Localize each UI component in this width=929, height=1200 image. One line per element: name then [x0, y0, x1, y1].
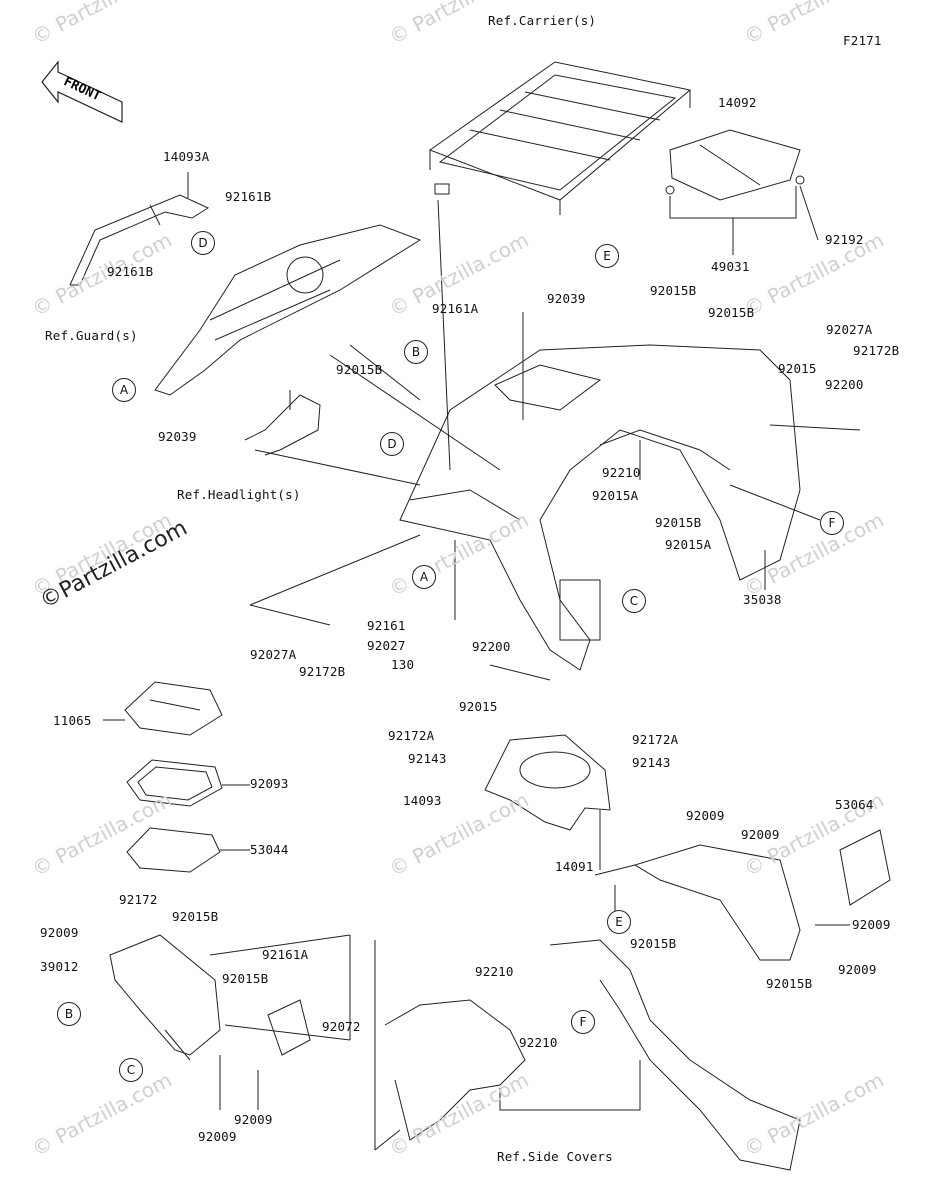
- label-92009: 92009: [686, 808, 725, 823]
- label-92093: 92093: [250, 776, 289, 791]
- label-92015B: 92015B: [650, 283, 697, 298]
- part-92093-drawing: [126, 759, 223, 807]
- label-92015A: 92015A: [592, 488, 639, 503]
- label-92015B: 92015B: [172, 909, 219, 924]
- label-92027A: 92027A: [250, 647, 297, 662]
- callout-a: A: [112, 378, 136, 402]
- label-92015: 92015: [778, 361, 817, 376]
- label-130: 130: [391, 657, 415, 672]
- callout-b: B: [57, 1002, 81, 1026]
- label-92009: 92009: [741, 827, 780, 842]
- label-92172A: 92172A: [388, 728, 435, 743]
- label-92072: 92072: [322, 1019, 361, 1034]
- callout-f: F: [820, 511, 844, 535]
- rear-fender-drawing: [399, 344, 801, 671]
- part-14091-drawing: [633, 829, 891, 961]
- label-92210: 92210: [602, 465, 641, 480]
- label-92027: 92027: [367, 638, 406, 653]
- callout-d: D: [380, 432, 404, 456]
- label-92039: 92039: [158, 429, 197, 444]
- label-53064: 53064: [835, 797, 874, 812]
- label-92015B: 92015B: [708, 305, 755, 320]
- callout-e: E: [595, 244, 619, 268]
- label-92161B: 92161B: [225, 189, 272, 204]
- label-14093A: 14093A: [163, 149, 210, 164]
- label-92210: 92210: [519, 1035, 558, 1050]
- label-92161: 92161: [367, 618, 406, 633]
- label-ref-headlight: Ref.Headlight(s): [177, 487, 301, 502]
- carrier-rack-drawing: [428, 61, 692, 215]
- callout-d: D: [191, 231, 215, 255]
- front-fender-drawing: [109, 934, 311, 1056]
- label-92015A: 92015A: [665, 537, 712, 552]
- label-14092: 14092: [718, 95, 757, 110]
- label-92172B: 92172B: [299, 664, 346, 679]
- label-92143: 92143: [408, 751, 447, 766]
- callout-c: C: [622, 589, 646, 613]
- label-ref-side-covers: Ref.Side Covers: [497, 1149, 613, 1164]
- headlight-bracket-drawing: [244, 390, 321, 456]
- label-39012: 39012: [40, 959, 79, 974]
- label-14093: 14093: [403, 793, 442, 808]
- part-53044-drawing: [126, 827, 221, 873]
- callout-c: C: [119, 1058, 143, 1082]
- label-53044: 53044: [250, 842, 289, 857]
- label-92015B: 92015B: [766, 976, 813, 991]
- label-92143: 92143: [632, 755, 671, 770]
- callout-f: F: [571, 1010, 595, 1034]
- label-92161B: 92161B: [107, 264, 154, 279]
- callout-a: A: [412, 565, 436, 589]
- label-92027A: 92027A: [826, 322, 873, 337]
- label-ref-carrier: Ref.Carrier(s): [488, 13, 597, 28]
- label-49031: 49031: [711, 259, 750, 274]
- label-92172: 92172: [119, 892, 158, 907]
- label-11065: 11065: [53, 713, 92, 728]
- figure-id: F2171: [843, 33, 882, 48]
- part-14092-drawing: [665, 129, 805, 201]
- label-14091: 14091: [555, 859, 594, 874]
- part-14093-drawing: [484, 734, 611, 831]
- part-11065-drawing: [124, 681, 223, 736]
- label-92039: 92039: [547, 291, 586, 306]
- label-92009: 92009: [40, 925, 79, 940]
- callout-e: E: [607, 910, 631, 934]
- label-35038: 35038: [743, 592, 782, 607]
- label-92015B: 92015B: [630, 936, 677, 951]
- label-92172B: 92172B: [853, 343, 900, 358]
- label-92200: 92200: [472, 639, 511, 654]
- callout-b: B: [404, 340, 428, 364]
- label-92015B: 92015B: [336, 362, 383, 377]
- side-cover-drawing: [384, 939, 801, 1171]
- label-92009: 92009: [852, 917, 891, 932]
- label-92192: 92192: [825, 232, 864, 247]
- label-ref-guard: Ref.Guard(s): [45, 328, 138, 343]
- label-92161A: 92161A: [432, 301, 479, 316]
- label-92009: 92009: [198, 1129, 237, 1144]
- label-92015B: 92015B: [222, 971, 269, 986]
- label-92009: 92009: [838, 962, 877, 977]
- front-arrow: FRONT: [40, 60, 130, 139]
- guard-drawing: [154, 224, 422, 396]
- label-92172A: 92172A: [632, 732, 679, 747]
- label-92210: 92210: [475, 964, 514, 979]
- label-92009: 92009: [234, 1112, 273, 1127]
- label-92161A: 92161A: [262, 947, 309, 962]
- label-92015: 92015: [459, 699, 498, 714]
- label-92200: 92200: [825, 377, 864, 392]
- label-92015B: 92015B: [655, 515, 702, 530]
